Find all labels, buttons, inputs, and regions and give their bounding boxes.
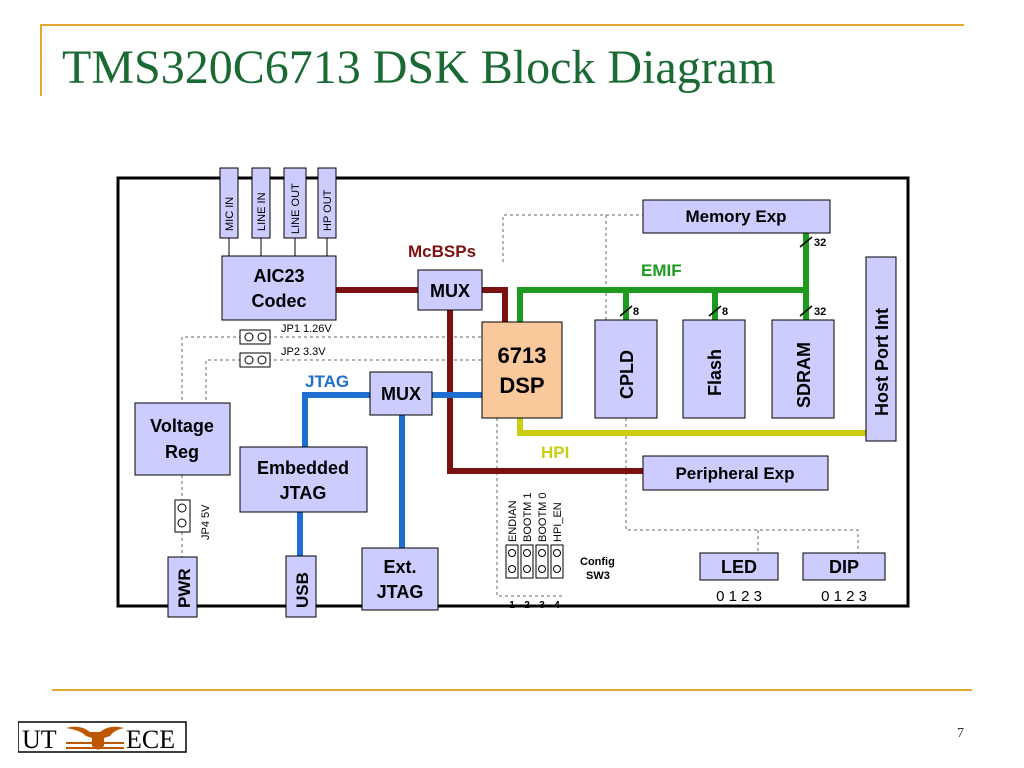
switch-bootm1: BOOTM 1 [522, 492, 534, 542]
embedded-jtag-label-1: Embedded [257, 458, 349, 478]
dsp-6713 [481, 321, 563, 419]
ext-jtag-label-2: JTAG [377, 582, 424, 602]
hp-out-jack: HP OUT [322, 189, 334, 231]
ext-jtag-label-1: Ext. [383, 557, 416, 577]
jp4-label: JP4 5V [200, 504, 212, 540]
aic23-codec [221, 255, 337, 321]
switch-num-2: 2 [524, 600, 530, 611]
switch-num-1: 1 [509, 600, 515, 611]
cpld-label: CPLD [617, 350, 637, 399]
mic-in-jack: MIC IN [224, 197, 236, 231]
logo-text-ece: ECE [126, 725, 175, 754]
emif-label: EMIF [641, 261, 682, 280]
sdram-label: SDRAM [794, 342, 814, 408]
flash-label: Flash [705, 349, 725, 396]
top-accent-line [40, 24, 964, 26]
jtag-mux [369, 371, 433, 416]
peripheral-exp [642, 455, 829, 491]
mcbsps-label: McBSPs [408, 242, 476, 261]
bus-width-marks [619, 236, 813, 317]
ext-jtag [361, 547, 439, 611]
peripheral-exp-label: Peripheral Exp [675, 464, 794, 483]
memory-exp [642, 199, 831, 234]
led-block [699, 552, 779, 581]
line-in-jack: LINE IN [256, 192, 268, 231]
bus-width-cpld: 8 [633, 306, 639, 318]
config-label-1: Config [580, 556, 615, 568]
hpi-bus [517, 418, 866, 436]
pwr-connector [167, 556, 198, 618]
dip-bits: 0 1 2 3 [821, 588, 867, 605]
bus-width-mem-exp: 32 [814, 237, 826, 249]
bottom-accent-line [52, 689, 972, 691]
switch-hpi-en: HPI_EN [552, 502, 564, 542]
dip-block [802, 552, 886, 581]
slide-title: TMS320C6713 DSK Block Diagram [62, 41, 776, 94]
slide-number: 7 [957, 726, 964, 741]
voltage-reg [134, 402, 231, 476]
jtag-bus-left [302, 392, 370, 447]
led-bits: 0 1 2 3 [716, 588, 762, 605]
mcbsp-mux [417, 269, 483, 311]
config-switch [505, 544, 564, 579]
codec-label-1: AIC23 [253, 266, 304, 286]
ut-ece-logo: UT ECE [17, 720, 188, 761]
voltage-reg-label-1: Voltage [150, 416, 214, 436]
flash [682, 319, 746, 419]
jtag-label: JTAG [305, 372, 349, 391]
memory-exp-label: Memory Exp [685, 207, 786, 226]
dip-label: DIP [829, 557, 859, 577]
embedded-jtag [239, 446, 368, 513]
switch-num-3: 3 [539, 600, 545, 611]
board-outline [116, 176, 910, 608]
cpld [594, 319, 658, 419]
dsp-label-2: DSP [499, 373, 544, 398]
emif-bus [517, 287, 806, 322]
title-accent-bar [40, 24, 42, 96]
jtag-mux-label: MUX [381, 384, 421, 404]
embedded-jtag-label-2: JTAG [280, 483, 327, 503]
config-label-2: SW3 [586, 570, 610, 582]
hpi-label: HPI [541, 443, 569, 462]
switch-bootm0: BOOTM 0 [537, 492, 549, 542]
pwr-label: PWR [175, 568, 194, 608]
dsp-label-1: 6713 [498, 343, 547, 368]
bus-width-flash: 8 [722, 306, 728, 318]
longhorn-icon [66, 726, 124, 750]
line-out-jack: LINE OUT [290, 183, 302, 234]
voltage-reg-label-2: Reg [165, 442, 199, 462]
bus-width-sdram: 32 [814, 306, 826, 318]
peripheral-bus [447, 308, 643, 474]
switch-num-4: 4 [554, 600, 560, 611]
host-port-int [865, 256, 897, 442]
codec-label-2: Codec [251, 291, 306, 311]
mcbsp-mux-label: MUX [430, 281, 470, 301]
usb-connector [285, 555, 317, 618]
host-port-label: Host Port Int [872, 308, 892, 416]
logo-text-ut: UT [22, 725, 57, 754]
led-label: LED [721, 557, 757, 577]
mcbsp-bus-dsp [482, 287, 508, 322]
jumpers [174, 329, 271, 533]
jp1-label: JP1 1.26V [281, 323, 332, 335]
jp2-label: JP2 3.3V [281, 346, 326, 358]
switch-endian: ENDIAN [507, 500, 519, 542]
audio-jacks: MIC IN LINE IN LINE OUT HP OUT [219, 167, 337, 256]
sdram [771, 319, 835, 419]
usb-label: USB [293, 572, 312, 608]
